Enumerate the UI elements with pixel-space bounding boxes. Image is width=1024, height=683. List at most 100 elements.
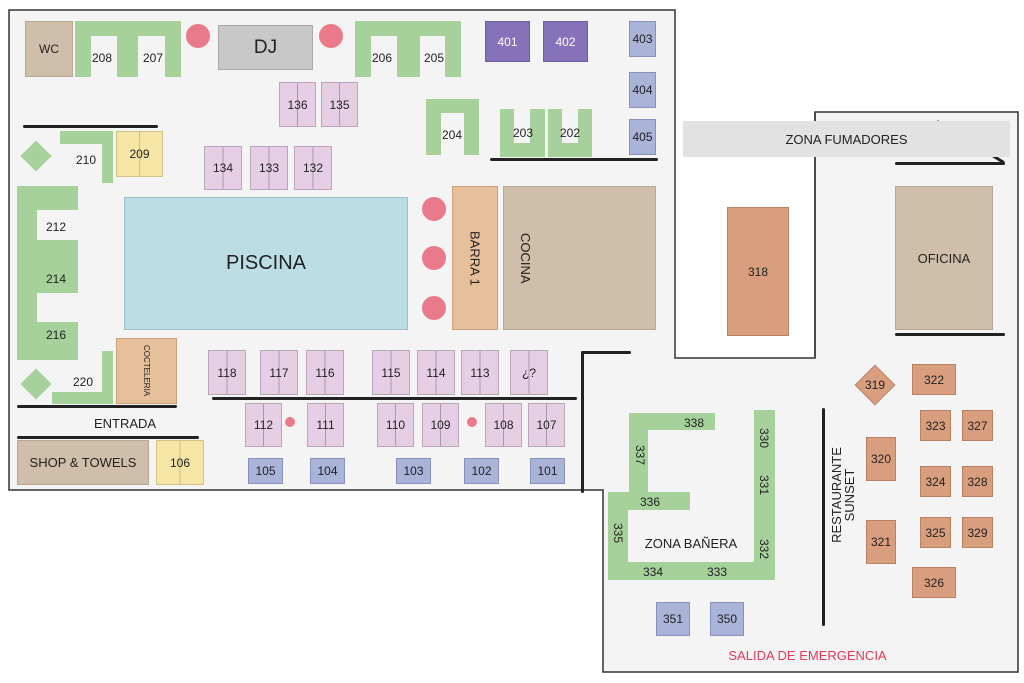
table-327[interactable]: 327 <box>962 410 993 441</box>
table-403-label: 403 <box>632 32 653 46</box>
table-104[interactable]: 104 <box>310 458 345 484</box>
table-118[interactable]: 118 <box>208 350 246 395</box>
table-325[interactable]: 325 <box>920 517 951 548</box>
table-111-label: 111 <box>316 418 335 432</box>
table-117[interactable]: 117 <box>260 350 298 395</box>
table-108[interactable]: 108 <box>485 403 522 447</box>
table-136[interactable]: 136 <box>279 82 316 127</box>
pool-label: PISCINA <box>225 252 307 274</box>
table-334-label: 334 <box>642 565 664 579</box>
table-321-label: 321 <box>870 535 892 549</box>
table-106-label: 106 <box>169 455 191 470</box>
kitchen: COCINA <box>503 186 656 330</box>
table-318[interactable]: 318 <box>727 207 789 336</box>
table-402[interactable]: 402 <box>543 21 588 62</box>
table-329-label: 329 <box>967 525 988 540</box>
table-113-label: 113 <box>470 365 490 380</box>
table-111[interactable]: 111 <box>307 403 344 447</box>
table-unknown[interactable]: ¿? <box>510 350 548 395</box>
table-329[interactable]: 329 <box>962 517 993 548</box>
table-115[interactable]: 115 <box>372 350 410 395</box>
table-114[interactable]: 114 <box>417 350 455 395</box>
table-110[interactable]: 110 <box>377 403 414 447</box>
table-108-label: 108 <box>493 418 514 432</box>
table-102-label: 102 <box>471 464 492 478</box>
table-405[interactable]: 405 <box>629 119 656 155</box>
table-112[interactable]: 112 <box>245 403 282 447</box>
table-unknown-label: ¿? <box>521 365 536 380</box>
table-105[interactable]: 105 <box>248 458 283 484</box>
dj-booth: DJ <box>218 25 313 70</box>
table-333-label: 333 <box>706 565 728 579</box>
table-350[interactable]: 350 <box>710 602 744 636</box>
table-133[interactable]: 133 <box>250 146 288 190</box>
table-109[interactable]: 109 <box>422 403 459 447</box>
table-133-label: 133 <box>258 161 280 175</box>
table-132[interactable]: 132 <box>294 146 332 190</box>
table-320-label: 320 <box>870 452 892 466</box>
table-106[interactable]: 106 <box>156 440 204 485</box>
table-328[interactable]: 328 <box>962 466 993 497</box>
table-136-label: 136 <box>287 97 308 112</box>
table-350-label: 350 <box>716 612 738 626</box>
kitchen-label: COCINA <box>518 232 533 284</box>
table-401[interactable]: 401 <box>485 21 530 62</box>
table-116[interactable]: 116 <box>306 350 344 395</box>
table-101[interactable]: 101 <box>530 458 565 484</box>
table-109-label: 109 <box>430 418 451 432</box>
bar-1-label: BARRA 1 <box>467 230 483 286</box>
bar-1: BARRA 1 <box>452 186 498 330</box>
wall-office-top <box>895 162 1005 165</box>
emergency-exit-label: SALIDA DE EMERGENCIA <box>728 647 887 663</box>
table-103[interactable]: 103 <box>396 458 431 484</box>
table-134[interactable]: 134 <box>204 146 242 190</box>
table-203-label: 203 <box>512 126 534 140</box>
table-214-label: 214 <box>45 272 67 286</box>
table-115-label: 115 <box>381 365 401 380</box>
table-116-label: 116 <box>315 365 335 380</box>
table-323[interactable]: 323 <box>920 410 951 441</box>
table-209-label: 209 <box>129 147 150 161</box>
decor-circle-left-dj <box>186 24 210 48</box>
table-324[interactable]: 324 <box>920 466 951 497</box>
table-327-label: 327 <box>967 418 988 433</box>
wall-entrance-top <box>17 405 177 408</box>
table-328-label: 328 <box>967 474 988 489</box>
table-207-label: 207 <box>142 51 164 65</box>
table-322[interactable]: 322 <box>912 364 956 395</box>
office: OFICINA <box>895 186 993 330</box>
table-403[interactable]: 403 <box>629 21 656 57</box>
table-102[interactable]: 102 <box>464 458 499 484</box>
decor-dot-2 <box>467 417 477 427</box>
table-326[interactable]: 326 <box>912 567 956 598</box>
wall-entrance-bottom <box>17 436 199 439</box>
wall-corridor-top <box>581 351 631 354</box>
table-351[interactable]: 351 <box>656 602 690 636</box>
table-107[interactable]: 107 <box>528 403 565 447</box>
table-104-label: 104 <box>317 464 338 478</box>
decor-circle-bar-3 <box>422 296 446 320</box>
wall-middle-row <box>212 397 577 400</box>
table-324-label: 324 <box>925 474 946 489</box>
decor-dot-1 <box>285 417 295 427</box>
table-134-label: 134 <box>212 161 234 175</box>
table-113[interactable]: 113 <box>461 350 499 395</box>
pool: PISCINA <box>124 197 408 330</box>
table-209[interactable]: 209 <box>116 131 163 177</box>
table-212-label: 212 <box>45 220 67 234</box>
table-321[interactable]: 321 <box>866 520 896 564</box>
table-404[interactable]: 404 <box>629 72 656 108</box>
table-320[interactable]: 320 <box>866 437 896 481</box>
table-135[interactable]: 135 <box>321 82 358 127</box>
